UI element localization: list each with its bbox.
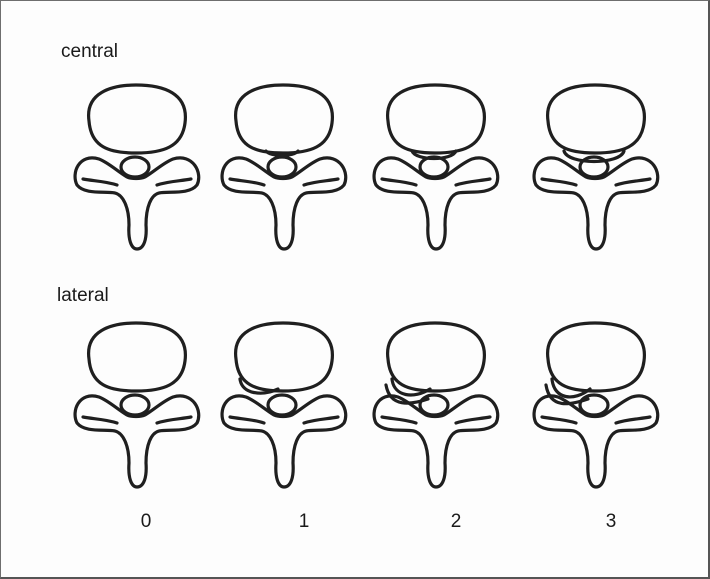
row-label-central: central	[61, 41, 118, 63]
vertebral-body-outline	[388, 85, 485, 153]
vertebra-central-grade-3-icon	[525, 81, 665, 261]
spinal-canal-outline	[121, 395, 149, 415]
vertebral-arch-outline	[374, 396, 498, 487]
vertebra-lateral-grade-0-icon	[66, 319, 206, 499]
vertebral-arch-outline	[534, 396, 658, 487]
vertebral-arch-outline	[222, 396, 346, 487]
vertebral-body-outline	[236, 323, 333, 391]
grade-label-0: 0	[126, 511, 166, 533]
vertebra-lateral-grade-1-icon	[213, 319, 353, 499]
grade-label-1: 1	[284, 511, 324, 533]
vertebra-central-grade-1-icon	[213, 81, 353, 261]
vertebra-lateral-grade-3-icon	[525, 319, 665, 499]
vertebral-body-outline	[89, 323, 186, 391]
spinal-canal-outline	[268, 395, 296, 415]
vertebral-body-outline	[236, 85, 333, 153]
vertebral-body-outline	[388, 323, 485, 391]
spinal-canal-outline	[121, 157, 149, 177]
vertebral-body-outline	[548, 323, 645, 391]
vertebral-body-outline	[89, 85, 186, 153]
vertebral-arch-outline	[75, 396, 199, 487]
spinal-canal-outline	[420, 395, 448, 415]
spinal-canal-outline	[580, 395, 608, 415]
vertebra-lateral-grade-2-icon	[365, 319, 505, 499]
grade-label-3: 3	[591, 511, 631, 533]
vertebral-arch-outline	[374, 158, 498, 249]
vertebral-arch-outline	[75, 158, 199, 249]
vertebra-central-grade-2-icon	[365, 81, 505, 261]
grade-label-2: 2	[436, 511, 476, 533]
vertebral-arch-outline	[222, 158, 346, 249]
vertebral-arch-outline	[534, 158, 658, 249]
spinal-canal-outline	[268, 157, 296, 177]
row-label-lateral: lateral	[57, 285, 109, 307]
vertebral-body-outline	[548, 85, 645, 153]
vertebra-central-grade-0-icon	[66, 81, 206, 261]
